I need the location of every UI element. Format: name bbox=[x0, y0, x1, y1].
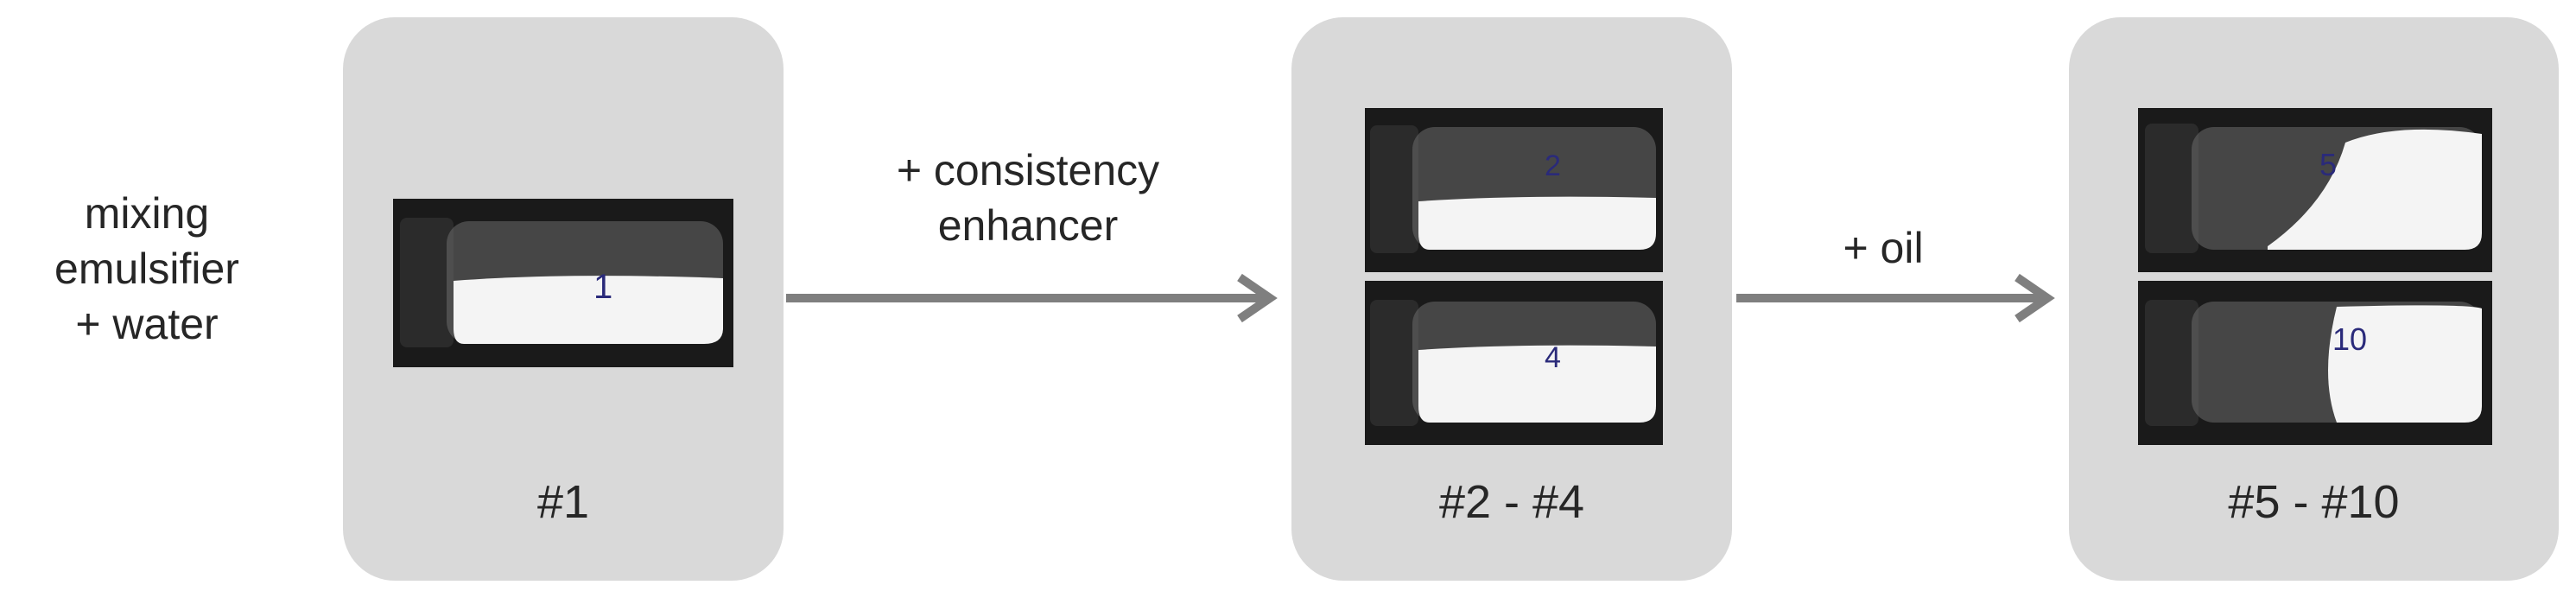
jar-icon: 4 bbox=[1365, 281, 1663, 445]
jar-icon: 10 bbox=[2138, 281, 2492, 445]
jar-marking: 10 bbox=[2332, 321, 2367, 357]
start-label-line: emulsifier bbox=[54, 245, 239, 293]
sample-photo: 5 bbox=[2138, 108, 2492, 272]
sample-panel-1: 1 #1 bbox=[343, 17, 784, 581]
arrow-icon bbox=[786, 273, 1278, 323]
step-label-line: + consistency bbox=[896, 146, 1160, 194]
start-label-line: + water bbox=[75, 300, 219, 348]
jar-marking: 5 bbox=[2319, 147, 2337, 182]
step-label-consistency: + consistency enhancer bbox=[803, 143, 1253, 253]
jar-marking: 2 bbox=[1545, 149, 1561, 182]
step-label-line: enhancer bbox=[937, 201, 1119, 250]
step-label-oil: + oil bbox=[1767, 220, 2000, 276]
sample-panel-3: 5 10 #5 - #10 bbox=[2069, 17, 2559, 581]
panel-caption: #2 - #4 bbox=[1438, 476, 1585, 528]
step-label-line: + oil bbox=[1843, 224, 1924, 272]
arrow-icon bbox=[1736, 273, 2055, 323]
start-label: mixing emulsifier + water bbox=[17, 186, 276, 352]
sample-panel-2: 2 4 #2 - #4 bbox=[1291, 17, 1732, 581]
jar-marking: 1 bbox=[593, 268, 612, 306]
sample-photo: 1 bbox=[393, 199, 733, 367]
jar-icon: 5 bbox=[2138, 108, 2492, 272]
panel-caption: #1 bbox=[536, 476, 590, 528]
start-label-line: mixing bbox=[84, 189, 210, 238]
jar-icon: 2 bbox=[1365, 108, 1663, 272]
jar-marking: 4 bbox=[1545, 341, 1561, 374]
jar-icon: 1 bbox=[393, 199, 733, 367]
sample-photo: 10 bbox=[2138, 281, 2492, 445]
sample-photo: 4 bbox=[1365, 281, 1663, 445]
panel-caption: #5 - #10 bbox=[2228, 476, 2400, 528]
sample-photo: 2 bbox=[1365, 108, 1663, 272]
